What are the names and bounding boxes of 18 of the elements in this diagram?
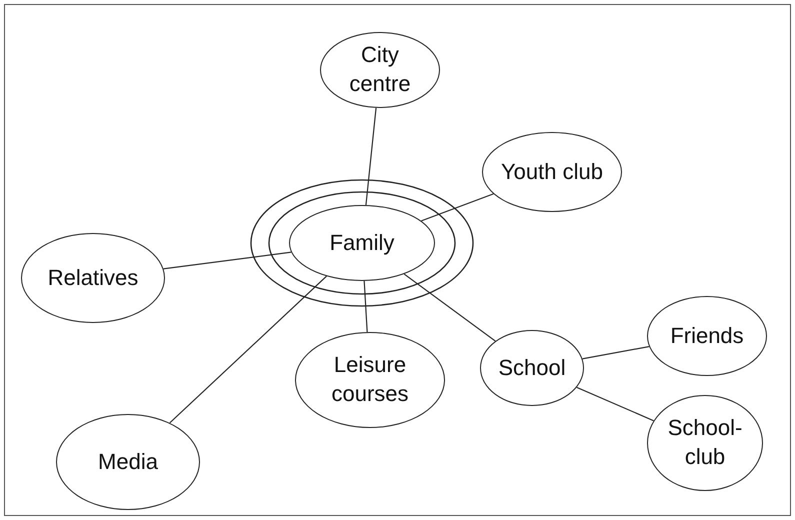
connector-line	[576, 386, 654, 422]
node-label: Youth club	[500, 158, 604, 186]
connector-line	[365, 108, 377, 206]
node-label: Friends	[669, 322, 745, 350]
node-label: School	[497, 354, 567, 382]
connector-line	[582, 346, 650, 360]
connector-line	[169, 276, 327, 424]
ellipse-node	[289, 205, 435, 281]
connector-line	[364, 280, 368, 332]
connector-line	[163, 252, 292, 270]
connector-line	[404, 274, 496, 342]
node-label: City centre	[348, 41, 412, 98]
node-label: Media	[97, 448, 159, 476]
node-label: School- club	[666, 414, 744, 471]
node-label: Relatives	[46, 264, 140, 292]
node-label: Family	[328, 228, 396, 257]
node-label: Leisure courses	[330, 351, 410, 408]
connector-line	[421, 193, 494, 222]
